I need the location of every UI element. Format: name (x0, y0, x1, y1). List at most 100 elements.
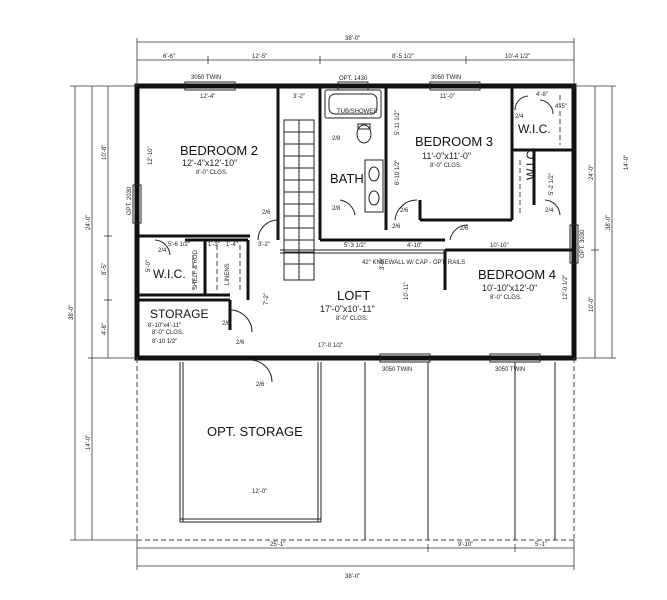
dim-wic-width: 4'-8" (536, 92, 548, 98)
room-bedroom-2: BEDROOM 2 12'-4"x12'-10" 8'-0" CLGS. (180, 143, 258, 176)
dim-left-seg: 4'-8" (102, 323, 108, 335)
dim-loft-height: 10'-11" (404, 282, 410, 300)
dim-label: 7'-2" (264, 293, 270, 305)
door-label: 2/6 (222, 321, 231, 327)
dim-label: 10'-10" (490, 243, 509, 249)
dim-top-seg: 8'-5 1/2" (392, 54, 414, 60)
shelf-rod-label: SHELF & ROD (193, 249, 199, 290)
opt-3030-label: OPT. 3030 (580, 229, 586, 258)
room-name: STORAGE (150, 307, 208, 321)
door-label: 2/6 (256, 382, 265, 388)
door-label: 2/4 (545, 208, 554, 214)
door-label: 2/6 (460, 226, 469, 232)
toilet (356, 124, 372, 144)
dim-label: 3'-2" (258, 242, 270, 248)
room-opt-storage: OPT. STORAGE (207, 424, 303, 439)
door-label: 2/6 (400, 208, 409, 214)
dim-top-seg: 6'-6" (163, 54, 175, 60)
dim-label: 5'-3 1/2" (344, 243, 366, 249)
dim-bed2-width: 12'-4" (200, 94, 215, 100)
door-label: 2/8 (332, 206, 341, 212)
door-label: 2/8 (332, 136, 341, 142)
room-name: BEDROOM 4 (478, 267, 556, 282)
dim-bottom-seg: 25'-1" (270, 542, 285, 548)
opt-2030-label: OPT. 2030 (127, 186, 133, 215)
door-label: 2/6 (262, 210, 271, 216)
dim-bed4-height: 12'-0 1/2" (563, 275, 569, 300)
door-label: 2/4 (515, 114, 524, 120)
dim-top-seg: 12'-5" (252, 54, 267, 60)
opt-1430-label: OPT. 1430 (339, 76, 368, 82)
dim-label: 4'-5" (555, 104, 567, 110)
dim-label: 1'-3" (208, 242, 220, 248)
dim-label: 5'-11 1/2" (395, 110, 401, 135)
window-label: 3050 TWIN (495, 367, 525, 373)
room-ceiling: 8'-0" CLGS. (336, 316, 368, 322)
room-bath: BATH (330, 171, 364, 186)
dim-left-seg: 8'-5" (102, 263, 108, 275)
room-name: OPT. STORAGE (207, 424, 303, 439)
garage-outline (136, 358, 575, 541)
wic-right-label: W.I.C. (524, 147, 538, 180)
kneewall-label: 42" KNEEWALL W/ CAP - OPT. RAILS (362, 260, 465, 266)
room-size: 12'-4"x12'-10" (182, 158, 237, 168)
dim-top-seg: 10'-4 1/2" (505, 54, 530, 60)
closet-shelves (192, 95, 561, 290)
exterior-walls (134, 83, 577, 361)
staircase (283, 119, 315, 281)
room-ceiling: 8'-0" CLGS. (430, 163, 462, 169)
window-label: 3050 TWIN (191, 75, 221, 81)
vanity (364, 159, 384, 213)
windows (132, 81, 579, 363)
window-label: 3050 TWIN (382, 367, 412, 373)
room-ceiling: 8'-0" CLGS. (196, 170, 228, 176)
dim-bottom-seg: 5'-1" (535, 542, 547, 548)
room-size: 8'-10"x4'-11" (148, 323, 181, 329)
dim-bottom-seg: 9'-10" (458, 542, 473, 548)
dim-label: 5'-6 1/2" (168, 242, 190, 248)
dim-label: 1'-4" (226, 242, 238, 248)
room-name: BATH (330, 171, 364, 186)
wic-left-label: W.I.C. (153, 267, 186, 281)
tub-shower-label: TUB/SHOWER (337, 109, 378, 115)
room-bedroom-4: BEDROOM 4 10'-10"x12'-0" 8'-0" CLGS. (478, 267, 556, 301)
room-bedroom-3: BEDROOM 3 11'-0"x11'-0" 8'-0" CLGS. (415, 134, 493, 169)
door-label: 2/4 (158, 248, 167, 254)
dimension-lines (70, 38, 616, 570)
dim-overall-bottom: 38'-0" (345, 574, 360, 580)
dim-label: 8'-10 1/2" (152, 339, 177, 345)
door-label: 2/6 (392, 224, 401, 230)
room-size: 17'-0"x10'-11" (320, 304, 375, 314)
dim-loft-width: 17'-0 1/2" (318, 343, 343, 349)
dim-garage-width: 12'-0" (252, 489, 267, 495)
dim-left-overall: 38'-0" (69, 305, 75, 320)
window-label: 3050 TWIN (431, 75, 461, 81)
dim-left-seg: 10'-8" (102, 145, 108, 160)
dim-left-lower: 14'-0" (86, 435, 92, 450)
wic-top-label: W.I.C. (518, 122, 551, 136)
dim-right-seg: 10'-0" (589, 297, 595, 312)
linens-label: LINENS (225, 263, 231, 285)
room-storage: STORAGE 8'-10"x4'-11" 8'-0" CLGS. (148, 307, 208, 336)
dim-right-seg: 14'-0" (624, 155, 630, 170)
dim-bed2-height: 12'-10" (148, 146, 154, 165)
dim-right-overall: 38'-0" (606, 215, 612, 230)
door-swings (154, 95, 561, 383)
dim-hall-width: 3'-2" (293, 94, 305, 100)
dim-right-upper: 24'-0" (589, 165, 595, 180)
room-size: 10'-10"x12'-0" (482, 283, 537, 293)
dim-overall-top: 38'-0" (345, 36, 360, 42)
dim-label: 3'-0" (380, 258, 386, 270)
room-name: BEDROOM 2 (180, 143, 258, 158)
room-name: LOFT (337, 288, 370, 303)
room-ceiling: 8'-0" CLGS. (490, 295, 522, 301)
dim-label: 5'-2 1/2" (549, 173, 555, 195)
dim-label: 4'-10" (407, 243, 422, 249)
room-ceiling: 8'-0" CLGS. (152, 330, 184, 336)
interior-walls (137, 86, 574, 330)
dim-label: 5'-0" (146, 260, 152, 272)
room-name: BEDROOM 3 (415, 134, 493, 149)
door-label: 2/6 (236, 340, 245, 346)
dim-left-upper: 24'-0" (86, 215, 92, 230)
